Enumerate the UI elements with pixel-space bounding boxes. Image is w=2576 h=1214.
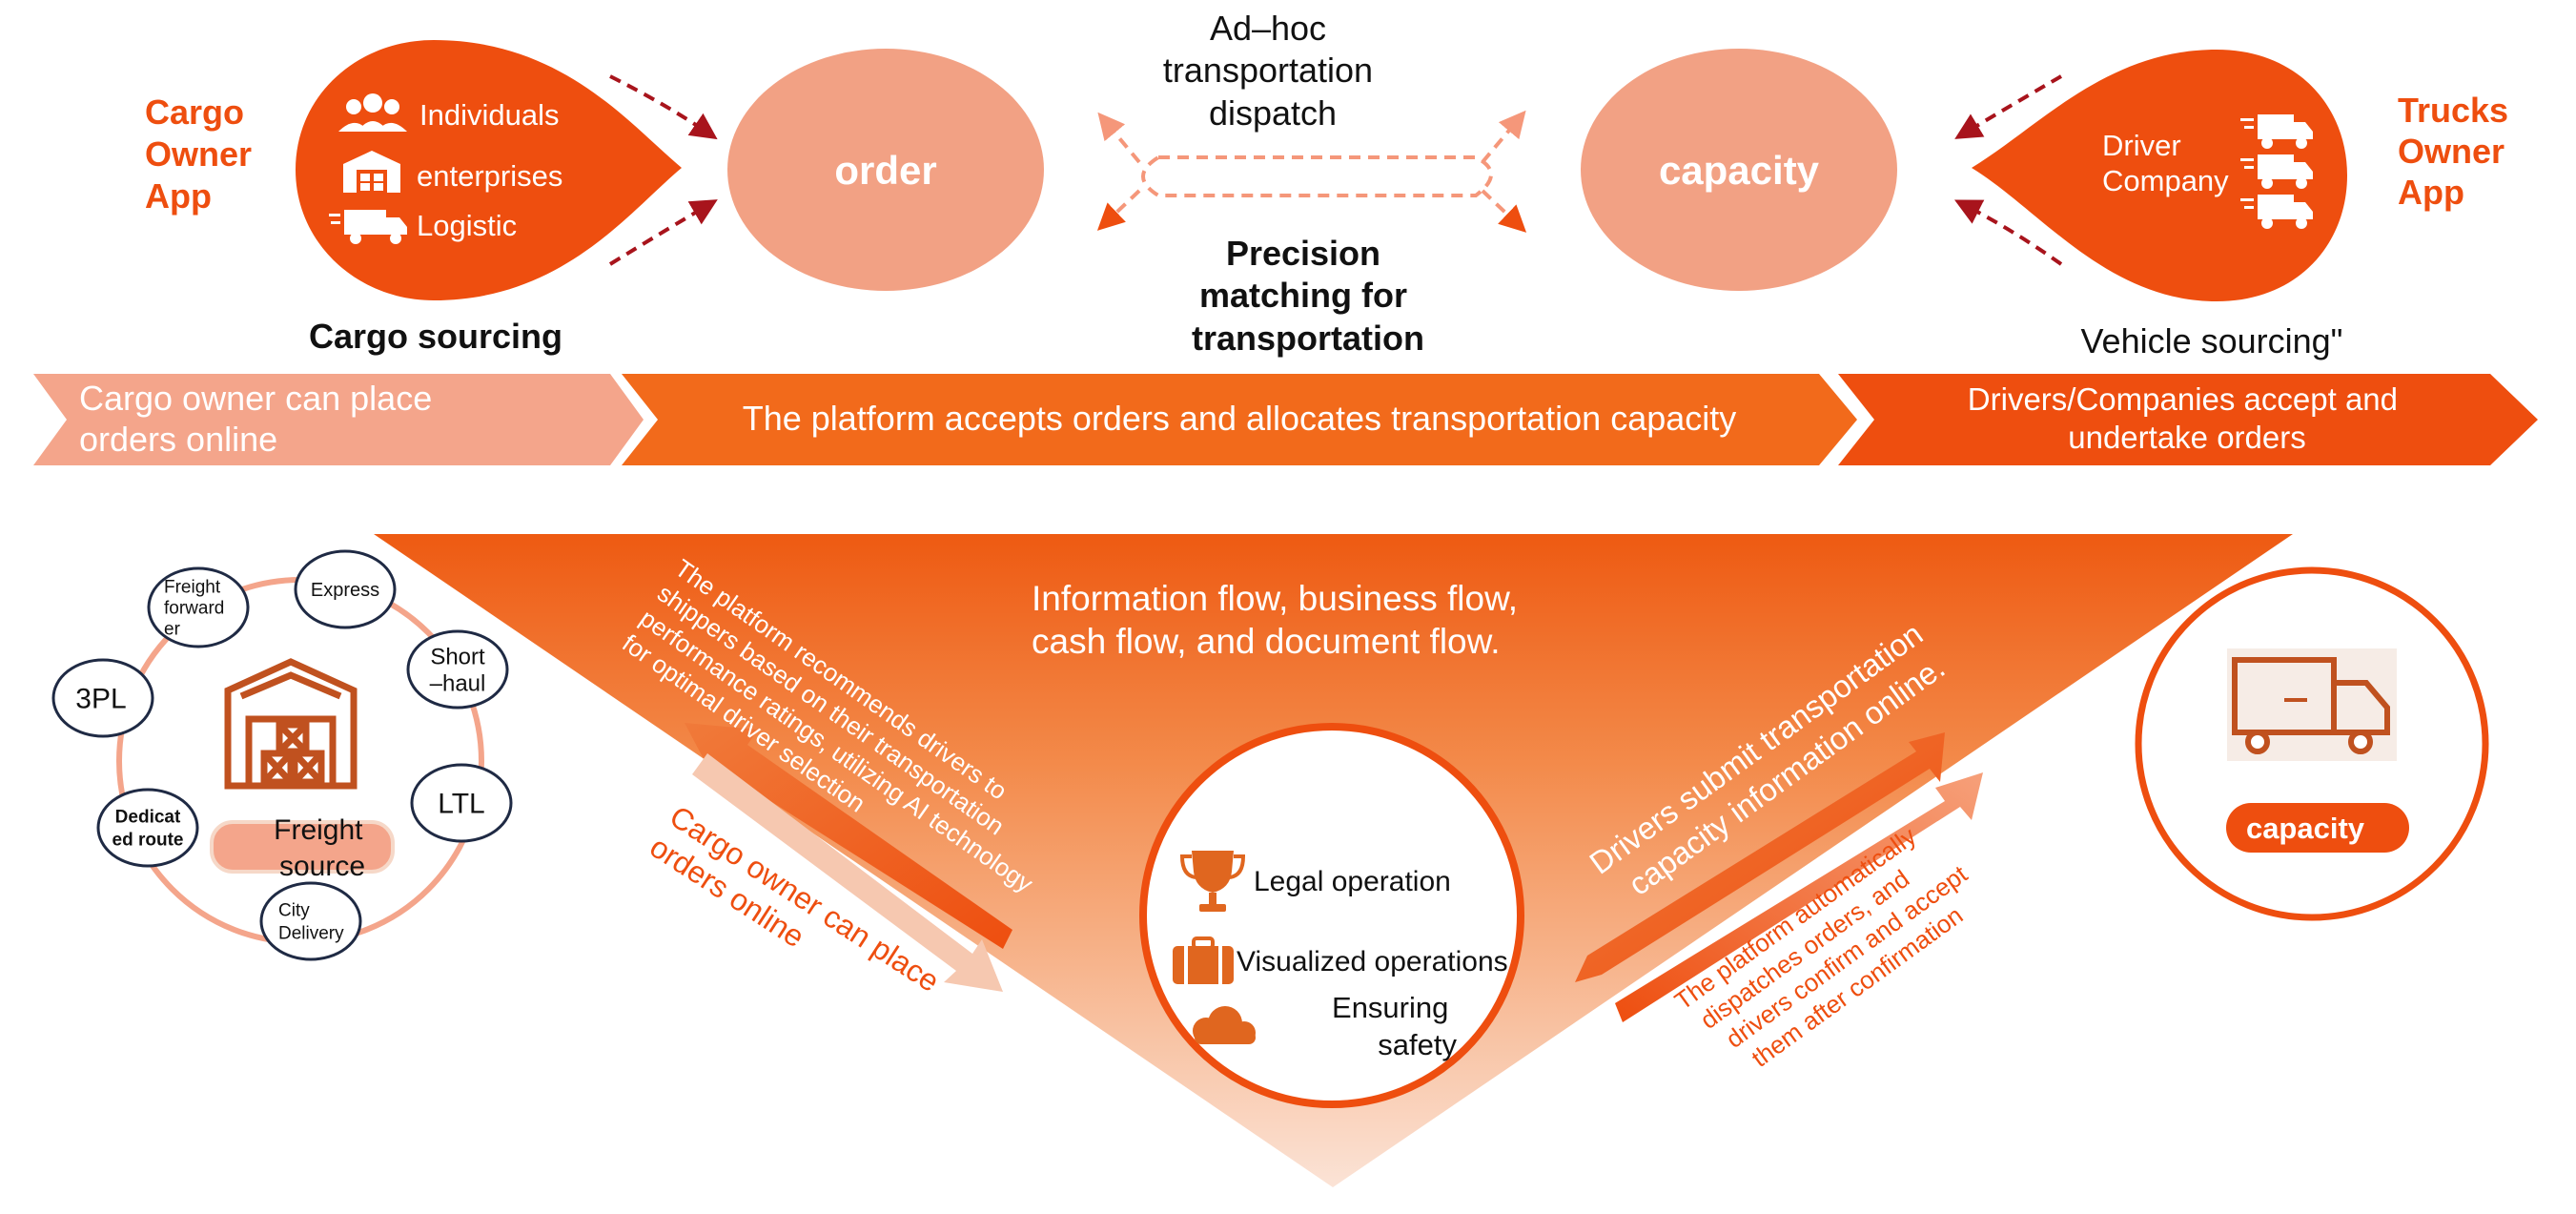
banner-segment-right (1838, 374, 2538, 465)
express-node-label: Express (311, 580, 379, 601)
ensuring-safety-label: Ensuring safety (1332, 991, 1457, 1061)
3pl-node-label: 3PL (75, 684, 126, 715)
truck-icon (2240, 154, 2313, 189)
drivers-submit-arrow (1575, 732, 1945, 982)
capacity-node (1581, 49, 1897, 291)
cloud-icon (1193, 1006, 1256, 1044)
place-order-arrow (692, 753, 1003, 992)
cargo-owner-app-label: Cargo Owner App (145, 93, 261, 216)
banner-segment-left (33, 374, 644, 465)
short-haul-node-shape (406, 629, 509, 710)
arrow-to-capacity-top (1954, 74, 2062, 139)
city-delivery-node-shape (259, 881, 362, 961)
trophy-icon (1179, 851, 1246, 912)
freight-source-badge (210, 820, 395, 874)
precision-matching-label: Precision matching for transportation (1192, 234, 1424, 358)
ltl-node-label: LTL (438, 789, 484, 820)
short-haul-node: Short–haul (406, 629, 509, 710)
flow-label: Information flow, business flow, cash fl… (1032, 579, 1527, 661)
cargo-sourcing-label: Cargo sourcing (309, 317, 562, 356)
ltl-node-shape (410, 763, 513, 843)
cargo-bubble-items: Individuals enterprises Logistic (417, 98, 571, 242)
capacity-label: capacity (1659, 148, 1820, 193)
banner-left-text: Cargo owner can place orders online (79, 379, 441, 459)
truck-icon (2240, 195, 2313, 229)
arrow-to-order-bottom (608, 199, 718, 266)
freight-source-label: Freight source (274, 814, 371, 882)
recommend-arrow (685, 723, 1012, 949)
express-node-shape (294, 549, 397, 629)
trucks-owner-app-label: Trucks Owner App (2398, 91, 2518, 212)
adhoc-dispatch-label: Ad–hoc transportation dispatch (1163, 9, 1382, 133)
banner-middle-text: The platform accepts orders and allocate… (743, 399, 1737, 438)
truck-icon (2240, 114, 2313, 149)
vehicle-sourcing-label: Vehicle sourcing" (2081, 321, 2343, 360)
warehouse-icon (343, 151, 400, 193)
center-items: Legal operation Visualized operations (1237, 866, 1508, 977)
driver-sources-bubble (1972, 50, 2347, 301)
capacity-badge (2226, 803, 2409, 853)
capacity-badge-label: capacity (2246, 812, 2365, 845)
dedicated-route-node-shape (96, 788, 199, 868)
arrow-to-capacity-bottom (1954, 199, 2063, 266)
driver-truck-icons (2240, 114, 2313, 229)
warehouse-outline-icon (224, 658, 358, 790)
express-node: Express (294, 549, 397, 629)
assurance-circle (1139, 723, 1524, 1108)
short-haul-node-label: Short–haul (430, 644, 486, 696)
order-node (727, 49, 1044, 291)
order-label: order (834, 148, 936, 193)
banner-right-text: Drivers/Companies accept and undertake o… (1968, 381, 2406, 455)
truck-outline-icon (2227, 648, 2397, 761)
truck-icon (329, 210, 407, 244)
briefcase-icon (1173, 936, 1234, 984)
driver-company-label: Driver Company (2102, 129, 2229, 197)
dispatch-loop (1096, 110, 1527, 233)
freight-forwarder-node-shape (147, 566, 250, 648)
3pl-node-shape (51, 658, 154, 738)
3pl-node: 3PL (51, 658, 154, 738)
cargo-bubble-icons (329, 93, 407, 244)
banner-segment-middle (622, 374, 1857, 465)
people-icon (338, 93, 407, 132)
auto-dispatch-arrow (1615, 772, 1983, 1022)
arrow-to-order-top (609, 74, 718, 140)
ltl-node: LTL (410, 763, 513, 843)
